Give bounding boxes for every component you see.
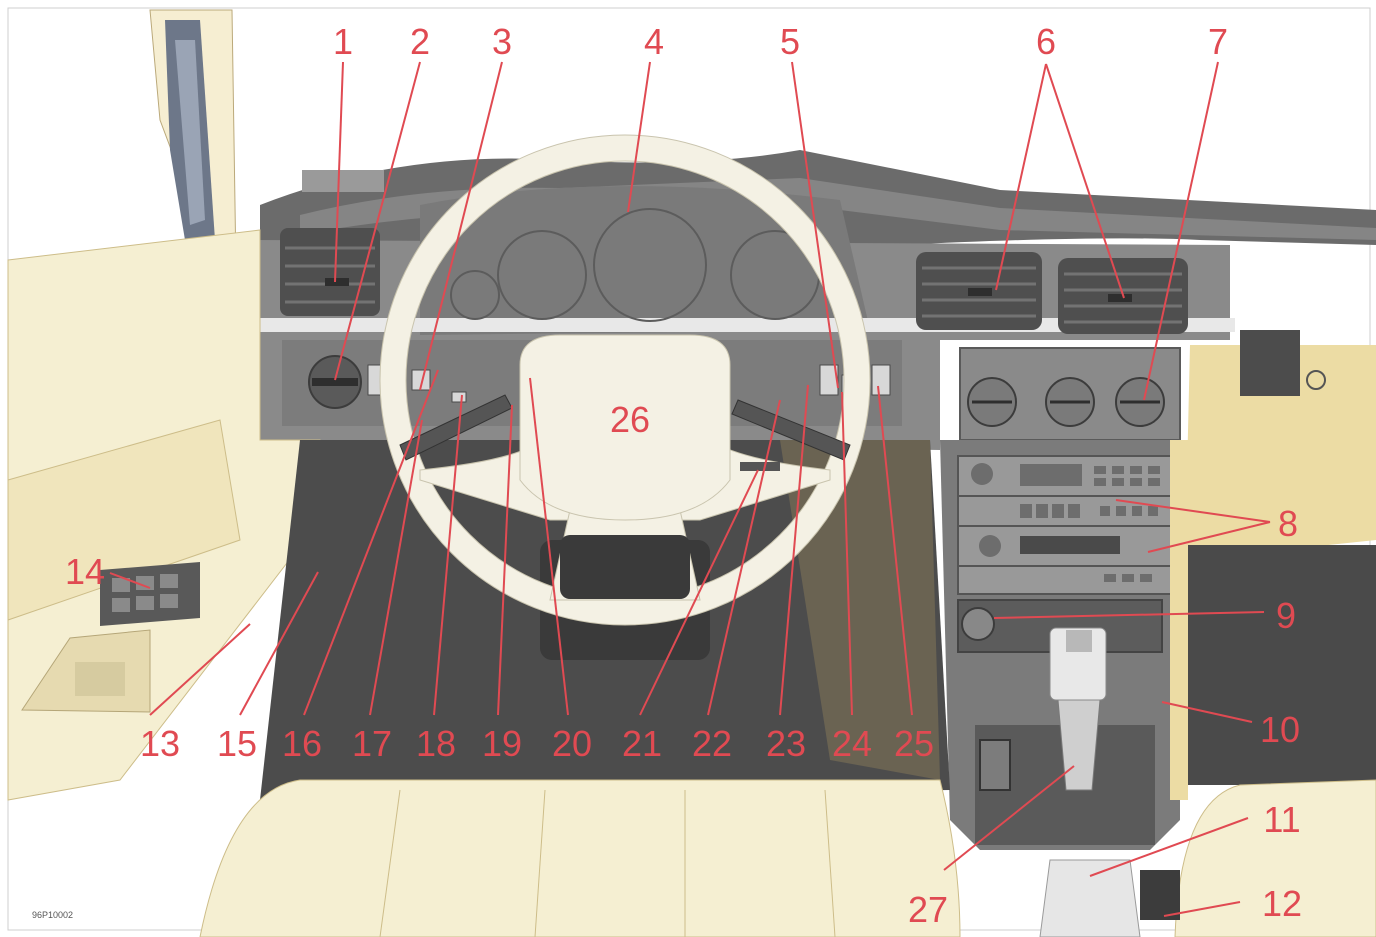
a-pillar-inner: [175, 40, 205, 225]
label-16: 16: [282, 723, 322, 764]
image-code: 96P10002: [32, 910, 73, 920]
seat-heater-switch: [1140, 870, 1180, 920]
label-9: 9: [1276, 595, 1296, 636]
label-3: 3: [492, 21, 512, 62]
label-17: 17: [352, 723, 392, 764]
center-vent-left-knob: [968, 288, 992, 296]
door-armrest: [7, 419, 241, 621]
label-27: 27: [908, 889, 948, 930]
leader-7: [1143, 61, 1219, 401]
label-10: 10: [1260, 709, 1300, 750]
gauge-center: [593, 208, 707, 322]
label-15: 15: [217, 723, 257, 764]
label-24: 24: [832, 723, 872, 764]
leader-6a: [995, 63, 1047, 291]
defrost-vent: [302, 170, 384, 192]
leader-16: [303, 369, 439, 716]
leader-13: [149, 623, 251, 716]
instrument-hood: [420, 186, 870, 335]
light-switch-bar: [312, 378, 358, 386]
label-21: 21: [622, 723, 662, 764]
leader-14: [109, 572, 151, 589]
driver-seat: [199, 779, 961, 937]
label-23: 23: [766, 723, 806, 764]
label-20: 20: [552, 723, 592, 764]
handbrake: [1039, 859, 1141, 937]
radio-knob: [971, 463, 993, 485]
cassette-knob: [979, 535, 1001, 557]
window-switches: [112, 574, 178, 612]
leader-17: [369, 419, 423, 716]
gear-lever: [1057, 699, 1101, 791]
label-26: 26: [610, 399, 650, 440]
door-handle: [75, 662, 125, 696]
leader-8b: [1147, 521, 1271, 553]
label-25: 25: [894, 723, 934, 764]
leader-9: [993, 611, 1265, 619]
leader-10: [1161, 701, 1253, 723]
label-13: 13: [140, 723, 180, 764]
leader-19: [497, 404, 513, 716]
passenger-footwell: [1180, 545, 1376, 785]
label-11: 11: [1263, 799, 1300, 840]
seat-pleats: [379, 789, 836, 937]
cruise-stalk: [740, 462, 780, 471]
label-7: 7: [1208, 21, 1228, 62]
leader-3: [419, 61, 503, 391]
gear-mode-switch: [979, 739, 1011, 791]
window-switch-panel: [100, 562, 200, 626]
glovebox-lock: [1306, 370, 1326, 390]
airbag-hub: [519, 334, 731, 521]
label-19: 19: [482, 723, 522, 764]
label-14: 14: [65, 551, 105, 592]
leader-25: [877, 385, 913, 716]
leader-23: [779, 384, 809, 716]
console-trim: [1170, 440, 1188, 800]
gear-knob-button: [1066, 630, 1092, 652]
label-1: 1: [333, 21, 353, 62]
label-8: 8: [1278, 503, 1298, 544]
cigarette-lighter: [961, 607, 995, 641]
label-22: 22: [692, 723, 732, 764]
gauge-left: [497, 230, 587, 320]
leader-21: [639, 469, 759, 716]
leader-5: [791, 61, 839, 389]
leader-18: [433, 394, 463, 716]
cassette-slot: [1020, 536, 1120, 554]
leader-24: [841, 391, 853, 716]
label-12: 12: [1262, 883, 1302, 924]
passenger-dash: [1185, 345, 1376, 560]
callout-labels: 1 2 3 4 5 6 7 8 9 10 11 12 13 14 15 16 1…: [65, 21, 1302, 930]
leader-22: [707, 399, 781, 716]
leader-20: [529, 377, 569, 716]
radio-unit-3: [957, 565, 1173, 595]
leader-11: [1089, 817, 1249, 877]
radio-display: [1020, 464, 1082, 486]
label-18: 18: [416, 723, 456, 764]
radio-buttons: [1020, 466, 1160, 582]
label-4: 4: [644, 21, 664, 62]
center-vent-right-knob: [1108, 294, 1132, 302]
leader-12: [1163, 901, 1241, 917]
leader-4: [627, 61, 651, 213]
leader-27: [943, 765, 1075, 871]
leader-6b: [1045, 63, 1125, 299]
steering-wheel-rim-edge: [379, 134, 871, 626]
left-vent-knob: [325, 278, 349, 286]
horn-lower-pad: [560, 535, 690, 599]
leader-2: [334, 61, 421, 381]
label-2: 2: [410, 21, 430, 62]
leader-1: [334, 61, 344, 283]
steering-wheel-rim: [380, 135, 870, 625]
gauge-small-left: [450, 270, 500, 320]
center-vent-louvers: [922, 266, 1182, 324]
glovebox-handle: [1240, 330, 1300, 396]
leader-15: [239, 571, 319, 716]
label-6: 6: [1036, 21, 1056, 62]
left-air-vent: [280, 228, 380, 316]
leader-lines: [109, 61, 1271, 917]
label-5: 5: [780, 21, 800, 62]
leader-8a: [1115, 499, 1271, 523]
